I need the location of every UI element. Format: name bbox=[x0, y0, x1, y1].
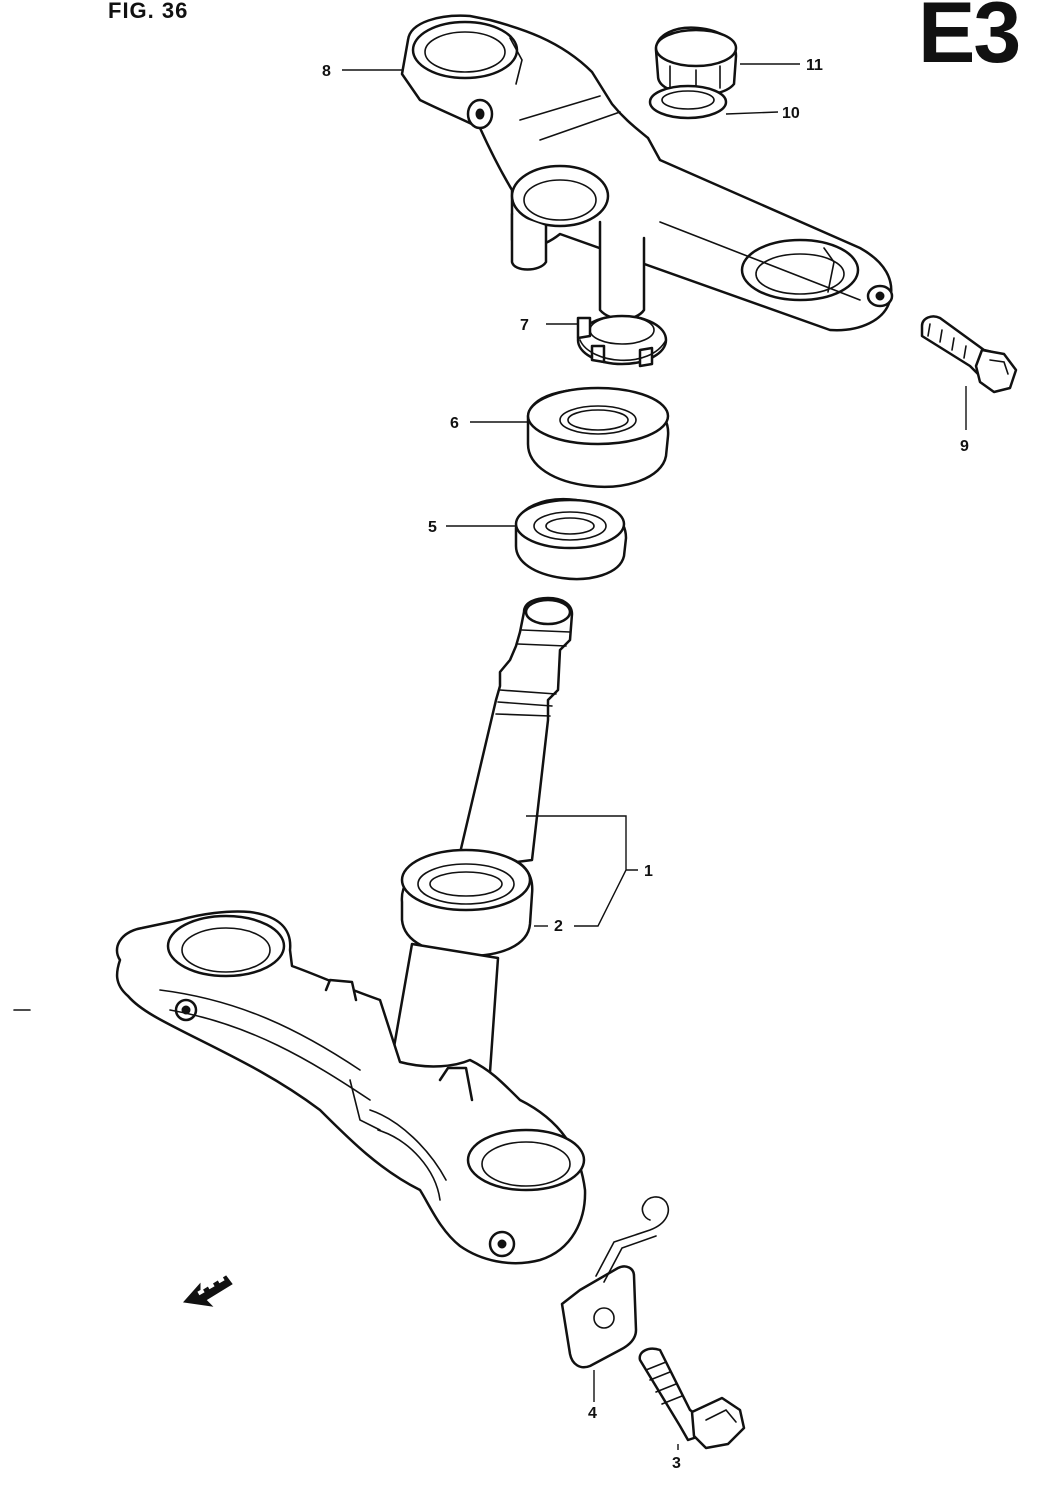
callout-6: 6 bbox=[450, 415, 459, 432]
front-arrow-icon bbox=[183, 1275, 233, 1307]
callout-8: 8 bbox=[322, 63, 331, 80]
upper-bolt bbox=[920, 315, 1018, 394]
part-callouts: 1 2 3 4 5 6 7 8 9 10 11 bbox=[322, 57, 969, 1472]
callout-2: 2 bbox=[554, 918, 563, 935]
stem-cap bbox=[654, 26, 738, 96]
lower-bolt bbox=[638, 1347, 746, 1450]
dust-seal bbox=[526, 386, 670, 488]
cable-guide bbox=[560, 1196, 670, 1369]
callout-9: 9 bbox=[960, 438, 969, 455]
upper-bracket bbox=[400, 14, 894, 332]
callout-1: 1 bbox=[644, 863, 653, 880]
leader-lines bbox=[342, 63, 967, 1450]
region-code: E3 bbox=[918, 0, 1021, 81]
callout-5: 5 bbox=[428, 519, 437, 536]
callout-4: 4 bbox=[588, 1405, 597, 1422]
callout-10: 10 bbox=[782, 105, 800, 122]
stem-nut bbox=[576, 314, 668, 368]
callout-11: 11 bbox=[806, 57, 823, 74]
steering-stem-lower-bracket bbox=[115, 596, 587, 1265]
upper-bearing bbox=[514, 498, 628, 581]
callout-3: 3 bbox=[672, 1455, 681, 1472]
callout-7: 7 bbox=[520, 317, 529, 334]
cap-washer bbox=[648, 84, 728, 120]
figure-label: FIG. 36 bbox=[108, 0, 189, 23]
